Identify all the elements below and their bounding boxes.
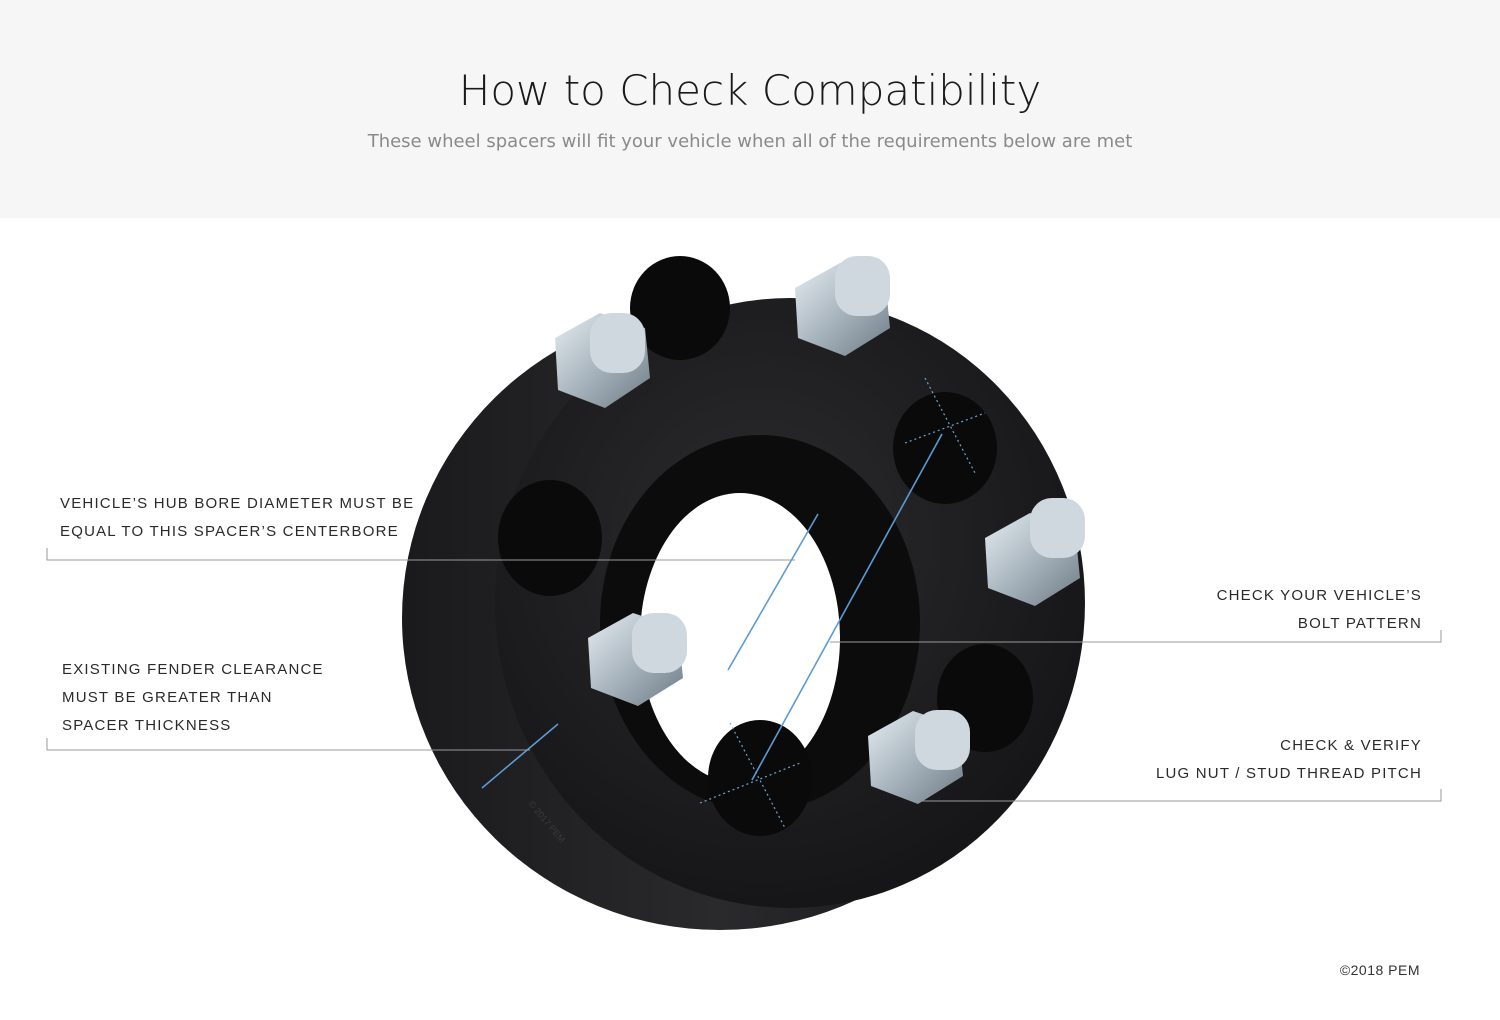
bolt-pattern-leader [830, 630, 1442, 643]
lug-stud [868, 710, 970, 804]
bolt-hole [630, 256, 730, 360]
bolt-pattern-measure-line [751, 433, 943, 781]
hub-bore-leader [46, 548, 795, 561]
thread-pitch-callout: CHECK & VERIFY LUG NUT / STUD THREAD PIT… [1155, 737, 1422, 782]
bolt-pattern-crosshair [699, 377, 986, 829]
centerbore-measure-line [727, 513, 819, 671]
lug-stud [555, 313, 650, 408]
header-band: How to Check Compatibility These wheel s… [0, 0, 1500, 218]
wheel-spacer-illustration: © 2017 PEM [46, 256, 1442, 930]
thread-pitch-leader [922, 789, 1442, 802]
bolt-hole [498, 480, 602, 596]
bolt-pattern-callout: CHECK YOUR VEHICLE’S BOLT PATTERN [1216, 587, 1422, 632]
bolt-hole [893, 392, 997, 504]
fender-leader [46, 738, 530, 751]
thickness-measure-line [481, 723, 559, 789]
spacer-diagram: © 2017 PEM VEHICLE’S HUB BORE DIAMETER M… [0, 218, 1500, 1015]
hub-bore-callout: VEHICLE’S HUB BORE DIAMETER MUST BE EQUA… [60, 495, 415, 540]
page-subtitle: These wheel spacers will fit your vehicl… [367, 131, 1133, 152]
copyright-text: ©2018 PEM [1339, 962, 1420, 978]
lug-stud [985, 498, 1085, 606]
fender-clearance-callout: EXISTING FENDER CLEARANCE MUST BE GREATE… [62, 661, 324, 734]
page-title: How to Check Compatibility [458, 66, 1042, 115]
lug-stud [795, 256, 890, 356]
bolt-hole [708, 720, 812, 836]
lug-stud [588, 613, 687, 706]
